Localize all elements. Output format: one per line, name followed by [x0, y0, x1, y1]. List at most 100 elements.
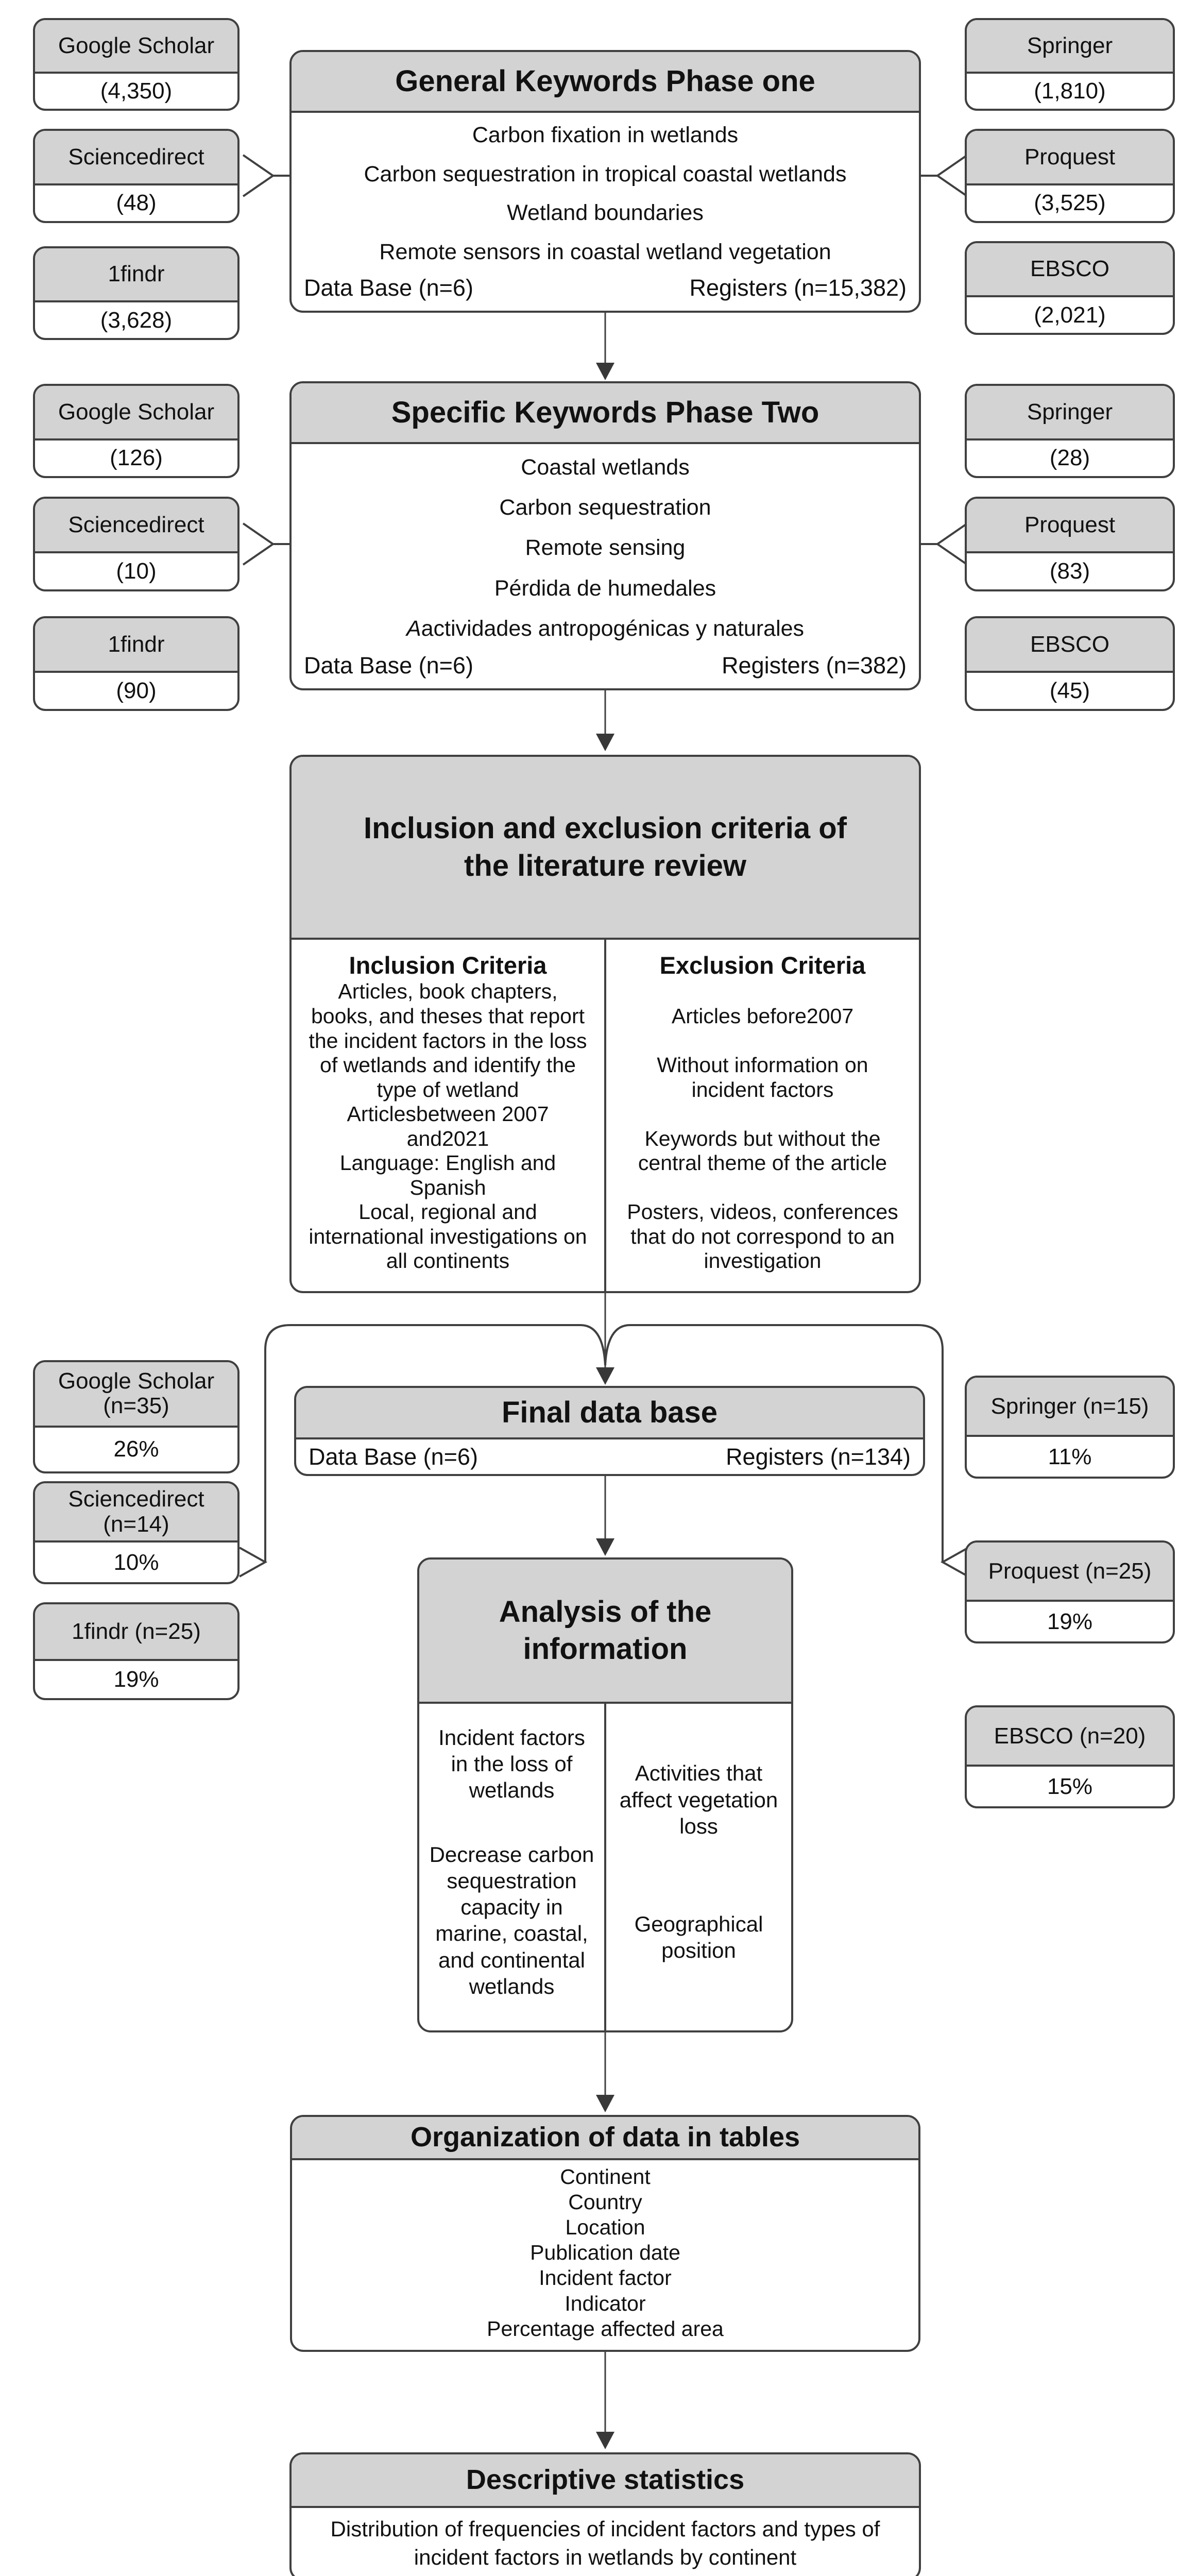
- descriptive-text: Distribution of frequencies of incident …: [330, 2517, 880, 2569]
- descriptive-statistics-box: Descriptive statistics Distribution of f…: [289, 2452, 921, 2576]
- source-count: (1,810): [1034, 78, 1106, 104]
- source-box-springer-final: Springer (n=15) 11%: [965, 1376, 1175, 1479]
- phase2-title: Specific Keywords Phase Two: [391, 395, 819, 429]
- source-count: (3,628): [100, 307, 173, 333]
- source-name: Sciencedirect: [35, 499, 237, 554]
- exclusion-item: Without information on incident factors: [657, 1053, 868, 1101]
- descriptive-body: Distribution of frequencies of incident …: [292, 2508, 919, 2576]
- arrowhead-finaldb-to-analysis: [596, 1538, 614, 1556]
- organization-title: Organization of data in tables: [410, 2122, 800, 2153]
- source-box-springer-phase1: Springer (1,810): [965, 18, 1175, 111]
- phase2-keyword: Aactividades antropogénicas y naturales: [406, 616, 805, 641]
- analysis-item: Activities that affect vegetation loss: [619, 1761, 778, 1838]
- source-name: Springer: [967, 20, 1173, 74]
- source-name: 1findr (n=25): [35, 1604, 237, 1661]
- phase1-body: Carbon fixation in wetlands Carbon seque…: [292, 113, 919, 311]
- source-count: (126): [110, 445, 163, 471]
- source-count: (2,021): [1034, 302, 1106, 328]
- chevron-left-finaldb: [239, 1547, 268, 1578]
- exclusion-item: Articles before2007: [671, 1004, 854, 1028]
- phase2-title-bar: Specific Keywords Phase Two: [292, 383, 919, 444]
- chevron-right-phase1: [935, 154, 968, 197]
- analysis-item: Geographical position: [634, 1912, 763, 1963]
- source-name: Proquest: [967, 131, 1173, 185]
- phase2-database-count: Data Base (n=6): [304, 652, 473, 679]
- organization-list: Continent Country Location Publication d…: [292, 2160, 918, 2350]
- criteria-box: Inclusion and exclusion criteria of the …: [289, 755, 921, 1293]
- source-box-sciencedirect-phase1: Sciencedirect (48): [33, 129, 240, 223]
- arrowhead-phase2-to-criteria: [596, 734, 614, 751]
- inclusion-column: Inclusion Criteria Articles, book chapte…: [292, 940, 606, 1291]
- inclusion-item: Local, regional and international invest…: [309, 1200, 587, 1273]
- analysis-item: Decrease carbon sequestration capacity i…: [429, 1842, 594, 1998]
- source-name: 1findr: [35, 248, 237, 303]
- source-box-proquest-phase2: Proquest (83): [965, 497, 1175, 591]
- phase1-box: General Keywords Phase one Carbon fixati…: [289, 50, 921, 313]
- organization-item: Percentage affected area: [487, 2316, 724, 2341]
- phase1-keyword: Remote sensors in coastal wetland vegeta…: [379, 239, 831, 264]
- analysis-columns: Incident factors in the loss of wetlands…: [419, 1704, 791, 2030]
- exclusion-item: Keywords but without the central theme o…: [638, 1126, 887, 1175]
- source-box-springer-phase2: Springer (28): [965, 384, 1175, 478]
- organization-item: Indicator: [565, 2291, 646, 2315]
- descriptive-title-bar: Descriptive statistics: [292, 2454, 919, 2508]
- source-box-1findr-final: 1findr (n=25) 19%: [33, 1602, 240, 1700]
- source-count: (90): [116, 678, 157, 704]
- source-box-1findr-phase2: 1findr (90): [33, 616, 240, 711]
- criteria-title-line2: the literature review: [464, 849, 746, 883]
- arrowhead-criteria-to-finaldb: [596, 1367, 614, 1385]
- source-box-proquest-phase1: Proquest (3,525): [965, 129, 1175, 223]
- analysis-box: Analysis of the information Incident fac…: [417, 1557, 793, 2032]
- inclusion-item: Articlesbetween 2007 and2021: [347, 1102, 549, 1150]
- source-name: EBSCO (n=20): [967, 1707, 1173, 1767]
- source-count: (28): [1049, 445, 1090, 471]
- source-box-ebsco-phase1: EBSCO (2,021): [965, 241, 1175, 335]
- source-name: Proquest (n=25): [967, 1543, 1173, 1602]
- organization-item: Incident factor: [539, 2266, 672, 2290]
- source-name: EBSCO: [967, 618, 1173, 673]
- descriptive-title: Descriptive statistics: [466, 2464, 745, 2496]
- source-percentage: 15%: [1047, 1773, 1093, 1799]
- chevron-right-phase2: [935, 522, 968, 566]
- phase1-title-bar: General Keywords Phase one: [292, 52, 919, 113]
- criteria-title-bar: Inclusion and exclusion criteria of the …: [292, 757, 919, 940]
- source-percentage: 19%: [1047, 1608, 1093, 1634]
- phase1-keyword: Wetland boundaries: [507, 200, 704, 226]
- source-percentage: 10%: [113, 1549, 159, 1575]
- source-count: (4,350): [100, 78, 173, 104]
- phase2-keyword: Pérdida de humedales: [494, 575, 716, 601]
- source-count: (83): [1049, 558, 1090, 584]
- source-box-sciencedirect-final: Sciencedirect (n=14) 10%: [33, 1481, 240, 1584]
- organization-box: Organization of data in tables Continent…: [290, 2115, 920, 2352]
- source-box-sciencedirect-phase2: Sciencedirect (10): [33, 497, 240, 591]
- source-count: (3,525): [1034, 190, 1106, 216]
- source-name: EBSCO: [967, 243, 1173, 298]
- chevron-left-phase1: [242, 154, 275, 197]
- organization-item: Location: [565, 2215, 645, 2240]
- phase2-registers-count: Registers (n=382): [722, 652, 907, 679]
- analysis-title-bar: Analysis of the information: [419, 1560, 791, 1704]
- source-box-google-scholar-phase2: Google Scholar (126): [33, 384, 240, 478]
- final-database-title-bar: Final data base: [296, 1388, 923, 1439]
- analysis-left-column: Incident factors in the loss of wetlands…: [419, 1704, 606, 2030]
- final-database-title: Final data base: [501, 1395, 718, 1429]
- organization-item: Publication date: [530, 2241, 680, 2265]
- source-name: Proquest: [967, 499, 1173, 554]
- phase1-database-count: Data Base (n=6): [304, 275, 473, 301]
- phase1-registers-count: Registers (n=15,382): [689, 275, 907, 301]
- source-box-proquest-final: Proquest (n=25) 19%: [965, 1540, 1175, 1643]
- inclusion-item: Language: English and Spanish: [339, 1151, 556, 1199]
- phase2-keyword: Carbon sequestration: [499, 495, 711, 520]
- arrowhead-analysis-to-organization: [596, 2095, 614, 2112]
- exclusion-column: Exclusion Criteria Articles before2007 W…: [606, 940, 919, 1291]
- chevron-left-phase2: [242, 522, 275, 566]
- analysis-title-line1: Analysis of the: [499, 1595, 712, 1629]
- phase2-keyword: Remote sensing: [525, 535, 686, 561]
- source-box-google-scholar-phase1: Google Scholar (4,350): [33, 18, 240, 111]
- source-count: (48): [116, 190, 157, 216]
- source-percentage: 26%: [113, 1436, 159, 1462]
- source-name: Google Scholar: [35, 386, 237, 440]
- final-database-count: Data Base (n=6): [309, 1443, 478, 1470]
- final-database-box: Final data base Data Base (n=6) Register…: [294, 1386, 925, 1476]
- inclusion-item: Articles, book chapters, books, and thes…: [309, 979, 587, 1101]
